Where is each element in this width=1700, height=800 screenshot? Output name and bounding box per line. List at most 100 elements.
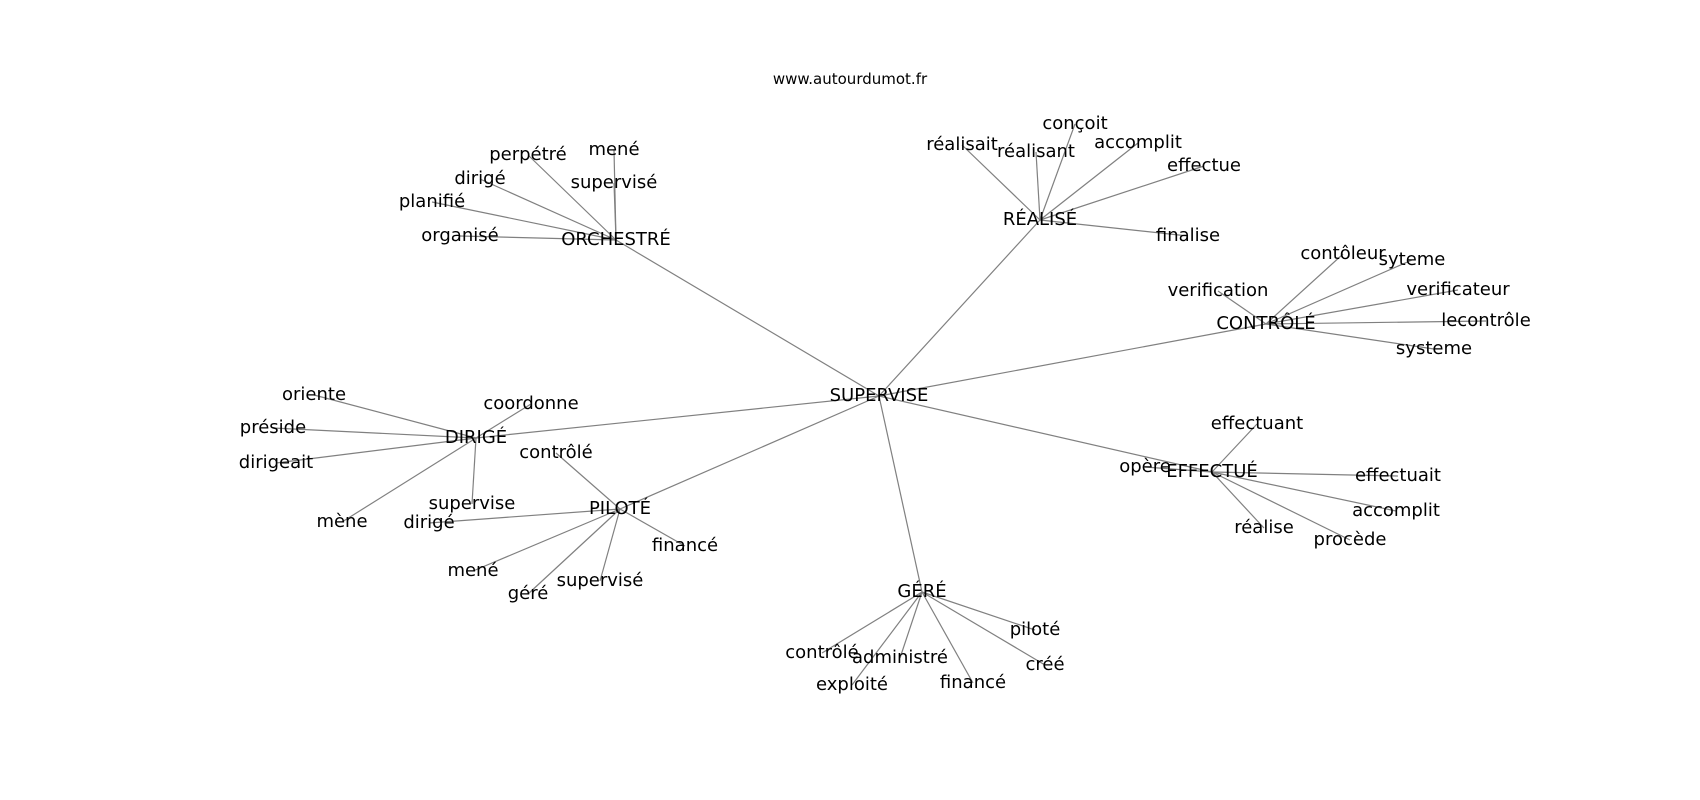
leaf-node: effectue <box>1167 155 1241 176</box>
edge-hub-to-leaf <box>1265 253 1344 325</box>
leaf-node: financé <box>652 535 718 556</box>
leaf-node: oriente <box>282 384 346 405</box>
edge-root-to-hub <box>878 395 1213 473</box>
leaf-node: accomplit <box>1094 132 1182 153</box>
edge-hub-to-leaf <box>851 591 923 686</box>
edge-hub-to-leaf <box>527 508 621 595</box>
leaf-node: exploité <box>816 674 888 695</box>
edge-hub-to-leaf <box>1265 320 1487 325</box>
hub-node: RÉALISÉ <box>1003 208 1077 230</box>
edge-hub-to-leaf <box>341 437 477 523</box>
leaf-node: administré <box>852 647 948 668</box>
leaf-node: mené <box>447 560 498 581</box>
edge-hub-to-leaf <box>1217 290 1267 325</box>
leaf-node: contrôlé <box>519 442 592 463</box>
leaf-node: contrôlé <box>785 642 858 663</box>
edge-hub-to-leaf <box>1265 289 1459 325</box>
edge-hub-to-leaf <box>555 452 621 510</box>
source-watermark: www.autourdumot.fr <box>772 70 928 88</box>
hub-node: EFFECTUÉ <box>1166 460 1258 482</box>
leaf-node: mené <box>588 139 639 160</box>
hub-node: PILOTÉ <box>589 497 651 519</box>
edge-hub-to-leaf <box>1039 142 1139 221</box>
leaf-node: contôleur <box>1300 243 1386 264</box>
leaf-node: dirigé <box>403 512 454 533</box>
edge-hub-to-leaf <box>1211 471 1397 512</box>
leaf-node: verificateur <box>1406 279 1510 300</box>
edge-hub-to-leaf <box>472 508 621 572</box>
edge-hub-to-leaf <box>821 591 923 654</box>
leaf-node: perpétré <box>489 144 567 165</box>
leaf-node: préside <box>240 417 306 438</box>
leaf-node: réalisant <box>997 141 1075 162</box>
leaf-node: syteme <box>1379 249 1446 270</box>
edge-hub-to-leaf <box>1211 471 1265 529</box>
edge-hub-to-leaf <box>1039 123 1076 221</box>
edge-hub-to-leaf <box>1144 466 1213 473</box>
edge-root-to-hub <box>878 395 923 593</box>
edge-hub-to-leaf <box>899 591 923 659</box>
edge-hub-to-leaf <box>428 508 621 524</box>
leaf-node: procède <box>1314 529 1387 550</box>
edge-hub-to-leaf <box>961 144 1041 221</box>
leaf-node: conçoit <box>1042 113 1107 134</box>
leaf-node: organisé <box>421 225 498 246</box>
leaf-node: mène <box>316 511 367 532</box>
edge-hub-to-leaf <box>1265 323 1435 350</box>
edge-hub-to-leaf <box>1039 219 1189 237</box>
edge-hub-to-leaf <box>921 591 1036 631</box>
leaf-node: verification <box>1168 280 1269 301</box>
edge-hub-to-leaf <box>921 591 974 684</box>
edge-hub-to-leaf <box>272 427 477 439</box>
edge-hub-to-leaf <box>1265 259 1413 325</box>
leaf-node: dirigeait <box>239 452 313 473</box>
leaf-node: dirigé <box>454 168 505 189</box>
edge-hub-to-leaf <box>619 508 686 547</box>
edge-hub-to-leaf <box>275 437 477 464</box>
leaf-node: opère <box>1119 456 1171 477</box>
leaf-node: accomplit <box>1352 500 1440 521</box>
leaf-node: supervisé <box>571 172 658 193</box>
leaf-node: coordonne <box>483 393 578 414</box>
edge-hub-to-leaf <box>1211 471 1351 541</box>
edges-layer <box>272 123 1487 686</box>
leaf-node: effectuait <box>1355 465 1441 486</box>
hub-node: CONTRÔLÉ <box>1216 312 1315 334</box>
leaf-node: supervise <box>429 493 516 514</box>
edge-hub-to-leaf <box>1039 165 1205 221</box>
leaf-node: piloté <box>1010 619 1061 640</box>
edge-root-to-hub <box>619 395 880 510</box>
leaf-node: réalisait <box>926 134 998 155</box>
edge-hub-to-leaf <box>921 591 1046 666</box>
edge-hub-to-leaf <box>1035 151 1041 221</box>
edge-hub-to-leaf <box>471 437 477 505</box>
leaf-node: planifié <box>399 191 465 212</box>
leaf-node: effectuant <box>1211 413 1303 434</box>
leaf-node: financé <box>940 672 1006 693</box>
edge-hub-to-leaf <box>527 154 617 241</box>
root-node: SUPERVISE <box>830 385 929 406</box>
hub-node: GÉRÉ <box>897 580 946 602</box>
leaf-node: lecontrôle <box>1441 310 1531 331</box>
leaf-node: finalise <box>1156 225 1220 246</box>
edge-hub-to-leaf <box>599 508 621 582</box>
edge-hub-to-leaf <box>1211 423 1258 473</box>
edge-root-to-hub <box>878 323 1267 397</box>
edge-hub-to-leaf <box>475 403 532 439</box>
hub-node: ORCHESTRÉ <box>561 228 671 250</box>
leaf-node: réalise <box>1234 517 1294 538</box>
hub-node: DIRIGÉ <box>445 426 507 448</box>
leaf-node: créé <box>1025 654 1064 675</box>
edge-root-to-hub <box>475 395 880 439</box>
edge-hub-to-leaf <box>1211 471 1399 477</box>
edge-root-to-hub <box>615 239 880 397</box>
labels-layer: SUPERVISEORCHESTRÉorganiséplanifiédirigé… <box>239 113 1531 695</box>
leaf-node: géré <box>508 583 549 604</box>
edge-hub-to-leaf <box>313 394 477 439</box>
edge-hub-to-leaf <box>479 178 617 241</box>
edge-hub-to-leaf <box>459 235 617 241</box>
leaf-node: supervisé <box>557 570 644 591</box>
edge-hub-to-leaf <box>613 182 617 241</box>
edge-hub-to-leaf <box>431 201 617 241</box>
